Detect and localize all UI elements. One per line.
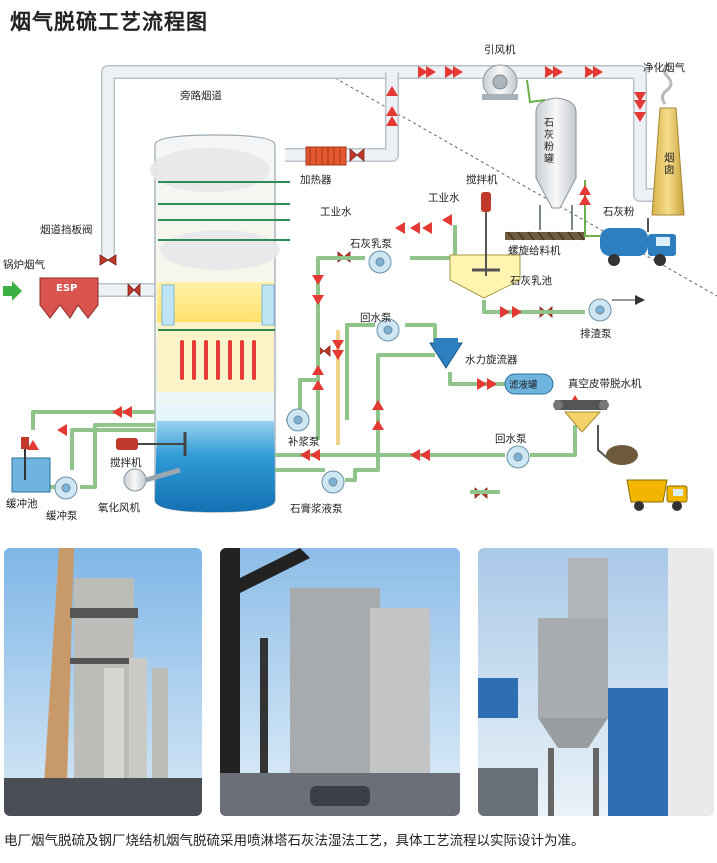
oxidation-fan	[123, 467, 181, 492]
damper-valve	[99, 254, 117, 266]
liquid-flow-arrows	[27, 214, 581, 461]
boiler-flue-gas-label: 锅炉烟气	[3, 259, 45, 271]
diagram-title: 烟气脱硫工艺流程图	[10, 10, 208, 34]
industrial-water-top-label: 工业水	[428, 192, 460, 204]
induced-fan-label: 引风机	[484, 44, 516, 56]
screw-feeder-label: 螺旋给料机	[508, 245, 561, 257]
slurry-arrows	[332, 340, 344, 360]
vacuum-belt-label: 真空皮带脱水机	[568, 378, 642, 390]
gas-flow-arrows	[386, 66, 646, 126]
return-pump-bottom-label: 回水泵	[495, 433, 527, 445]
heater-label: 加热器	[300, 174, 332, 186]
buffer-pump	[54, 476, 78, 500]
gypsum-pump-label: 石膏浆液泵	[290, 503, 343, 515]
absorber-tower	[150, 134, 290, 513]
return-pump-top	[376, 318, 400, 342]
discharge-pump	[588, 298, 612, 322]
gypsum-pump	[321, 470, 345, 494]
makeup-pump-label: 补浆泵	[288, 436, 320, 448]
gypsum-truck	[626, 479, 688, 511]
makeup-pump	[286, 408, 310, 432]
lime-powder-silo	[526, 79, 577, 230]
stirrer-tower-label: 搅拌机	[110, 457, 142, 469]
vacuum-belt	[553, 400, 609, 433]
filtrate-tank	[504, 373, 554, 395]
heater	[305, 146, 347, 166]
chimney	[651, 62, 685, 216]
hydrocyclone-label: 水力旋流器	[465, 354, 518, 366]
photo-desulfurization-tower-3	[478, 548, 714, 816]
boiler-inlet-arrow	[3, 281, 22, 301]
lime-milk-pump	[368, 250, 392, 274]
buffer-pump-label: 缓冲泵	[46, 510, 78, 522]
lime-powder-label: 石灰粉	[603, 206, 635, 218]
return-pump-bottom	[506, 445, 530, 469]
buffer-tank-label: 缓冲池	[6, 498, 38, 510]
mist-eliminator-headers	[158, 181, 290, 241]
oxidation-fan-label: 氧化风机	[98, 502, 140, 514]
lime-milk-tank-label: 石灰乳池	[510, 275, 552, 287]
industrial-water-tower-label: 工业水	[320, 206, 352, 218]
tower-stirrer	[116, 432, 187, 456]
bypass-duct-label: 旁路烟道	[180, 90, 222, 102]
photo-desulfurization-plant-2	[220, 548, 460, 816]
photo-desulfurization-tower-1	[4, 548, 202, 816]
spray-nozzles	[180, 340, 256, 380]
esp-unit	[39, 277, 99, 319]
lime-powder-tank-label: 石灰粉罐	[544, 118, 554, 165]
esp-label: ESP	[56, 283, 78, 294]
screw-feeder	[505, 231, 585, 241]
lime-truck	[600, 218, 676, 266]
discharge-pump-label: 排渣泵	[580, 328, 612, 340]
stirrer-top-label: 搅拌机	[466, 174, 498, 186]
filtrate-tank-label: 滤液罐	[509, 380, 538, 391]
buffer-tank	[11, 437, 51, 493]
flow-diagram	[3, 62, 717, 513]
lime-powder-arrows	[579, 185, 591, 205]
damper-label: 烟道挡板阀	[40, 224, 93, 236]
lime-milk-pump-label: 石灰乳泵	[350, 238, 392, 250]
pumps	[54, 250, 612, 500]
footer-caption: 电厂烟气脱硫及钢厂烧结机烟气脱硫采用喷淋塔石灰法湿法工艺，具体工艺流程以实际设计…	[4, 833, 585, 849]
induced-fan	[482, 64, 518, 100]
hydrocyclone	[429, 338, 463, 369]
return-pump-top-label: 回水泵	[360, 312, 392, 324]
lime-milk-tank	[449, 192, 521, 299]
clean-flue-gas-label: 净化烟气	[643, 62, 685, 74]
chimney-label: 烟囱	[664, 152, 675, 176]
